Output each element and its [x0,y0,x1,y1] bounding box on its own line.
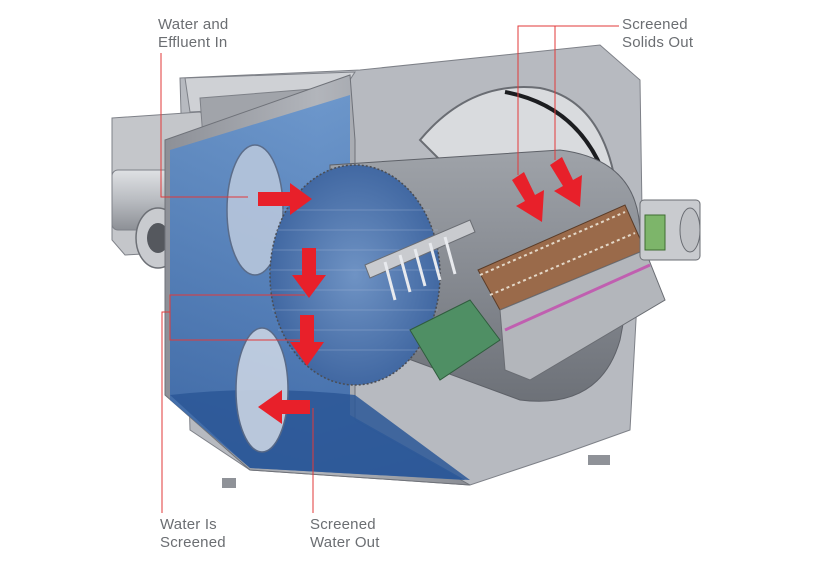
flow-arrow-screening-1 [292,248,326,298]
label-screened-solids-out: Screened Solids Out [622,16,693,52]
label-line: Water Is [160,516,217,533]
flow-arrows [258,157,582,424]
flow-arrow-solids-1 [512,172,544,222]
label-line: Effluent In [158,34,228,51]
label-line: Screened [160,534,226,551]
flow-arrow-outlet [258,390,310,424]
label-screened-water-out: Screened Water Out [310,516,380,552]
outlet-opening [235,327,289,453]
label-line: Solids Out [622,34,694,51]
leader-lines [160,25,619,513]
spray-bar [364,219,476,301]
leader-screened-2 [169,312,300,341]
doctor-blade [409,299,501,381]
flow-arrow-screening-2 [290,315,324,366]
leader-solids-2 [554,25,619,160]
label-line: Screened [622,16,688,33]
label-line: Water and [158,16,229,33]
solids-discharge-chute [477,204,666,381]
leader-inlet [160,53,248,198]
support-foot [222,478,236,488]
label-line: Water Out [310,534,380,551]
flow-arrow-inlet [258,183,312,215]
screen-wedge-wires [270,209,440,351]
drive-motor [639,199,701,261]
label-water-is-screened: Water Is Screened [160,516,226,552]
support-foot [588,455,610,465]
label-water-and-effluent-in: Water and Effluent In [158,16,228,52]
label-line: Screened [310,516,376,533]
flow-arrow-solids-2 [550,157,582,207]
